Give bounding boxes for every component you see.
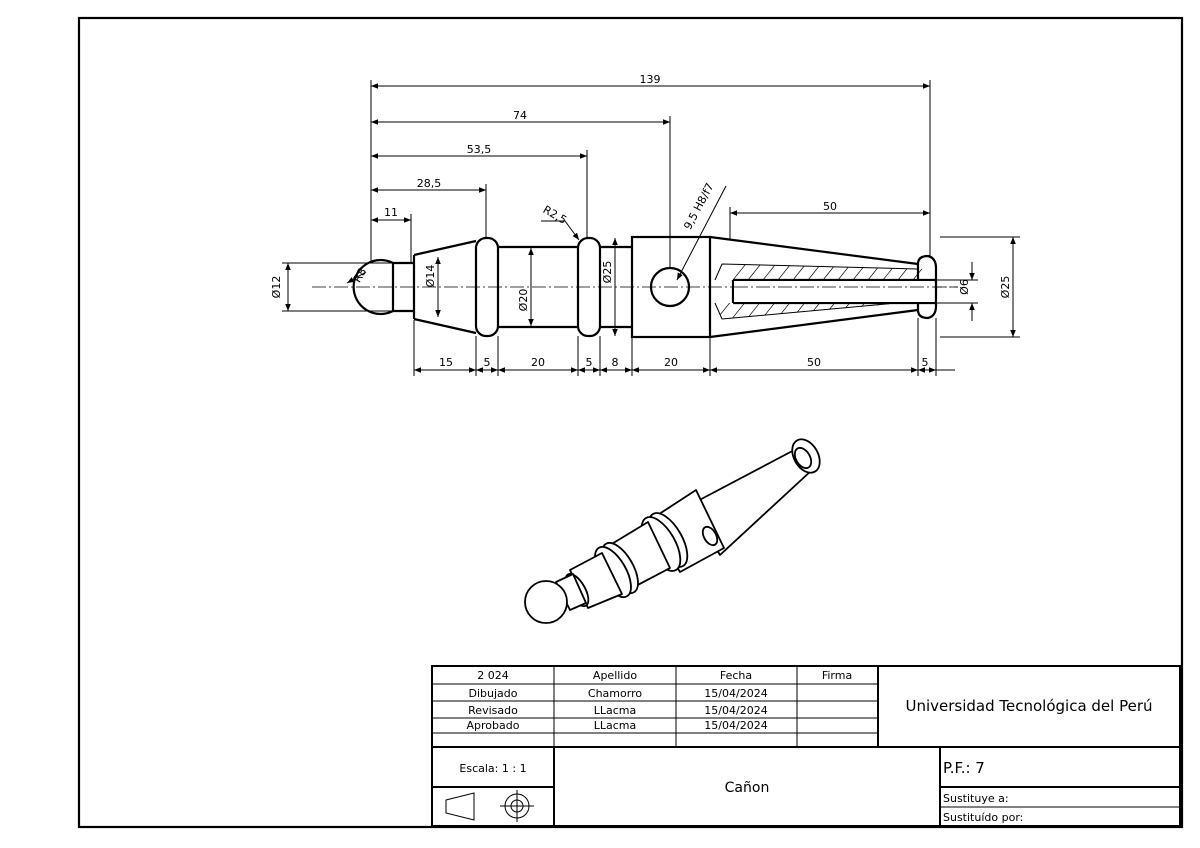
tb-date-aprobado: 15/04/2024 <box>704 719 767 732</box>
tb-year: 2 024 <box>477 669 509 682</box>
taper-outer <box>709 235 919 339</box>
tb-name-dibujado: Chamorro <box>588 687 642 700</box>
dim-overall-length: 139 <box>640 73 661 86</box>
tb-name-aprobado: LLacma <box>594 719 637 732</box>
dim-11: 11 <box>384 206 398 219</box>
dim-chain-50: 50 <box>807 356 821 369</box>
isometric-view <box>524 438 821 624</box>
dim-chain-5c: 5 <box>922 356 929 369</box>
tb-institution: Universidad Tecnológica del Perú <box>905 697 1152 715</box>
dim-chain-5b: 5 <box>586 356 593 369</box>
dimensions: 139 74 53,5 28,5 11 50 R2,5 9,5 H8/f7 Ø1… <box>270 73 1020 376</box>
dim-chain-5a: 5 <box>484 356 491 369</box>
cone-section <box>412 239 477 335</box>
dim-chain-15: 15 <box>439 356 453 369</box>
tb-col-firma: Firma <box>822 669 852 682</box>
tb-pf: P.F.: 7 <box>943 759 985 777</box>
dim-chain-20b: 20 <box>664 356 678 369</box>
dim-dia-12: Ø12 <box>270 276 283 299</box>
dim-r8: R8 <box>351 266 370 285</box>
tb-role-dibujado: Dibujado <box>469 687 518 700</box>
dim-hole-fit: 9,5 H8/f7 <box>681 181 716 232</box>
dim-dia-6: Ø6 <box>958 279 971 295</box>
dim-dia-25-mid: Ø25 <box>601 261 614 284</box>
cavity-outline <box>714 263 919 320</box>
dim-dia-25-right: Ø25 <box>999 276 1012 299</box>
tb-date-dibujado: 15/04/2024 <box>704 687 767 700</box>
tb-name-revisado: LLacma <box>594 704 637 717</box>
tb-col-fecha: Fecha <box>720 669 752 682</box>
end-flange <box>916 254 938 320</box>
ring-right <box>576 236 602 338</box>
dim-74: 74 <box>513 109 527 122</box>
dim-dia-14: Ø14 <box>424 265 437 288</box>
dim-50-top: 50 <box>823 200 837 213</box>
ring-left <box>474 236 500 338</box>
tb-scale: Escala: 1 : 1 <box>459 762 526 775</box>
projection-symbol-icon <box>445 790 534 822</box>
dim-chain-8: 8 <box>612 356 619 369</box>
tb-date-revisado: 15/04/2024 <box>704 704 767 717</box>
body-block <box>630 235 712 339</box>
title-block: 2 024 Apellido Fecha Firma Dibujado Cham… <box>431 665 1181 827</box>
tb-role-revisado: Revisado <box>468 704 518 717</box>
ball-end <box>352 258 394 316</box>
tb-role-aprobado: Aprobado <box>467 719 520 732</box>
tb-part-name: Cañon <box>725 780 770 796</box>
dim-chain-20a: 20 <box>531 356 545 369</box>
dim-53-5: 53,5 <box>467 143 492 156</box>
cylinder <box>498 245 578 329</box>
tb-col-apellido: Apellido <box>593 669 637 682</box>
dim-28-5: 28,5 <box>417 177 442 190</box>
tb-sustituye: Sustituye a: <box>943 792 1009 805</box>
tb-sustituido: Sustituído por: <box>943 811 1023 824</box>
dim-dia-20: Ø20 <box>517 289 530 312</box>
dim-r2-5: R2,5 <box>541 203 569 227</box>
